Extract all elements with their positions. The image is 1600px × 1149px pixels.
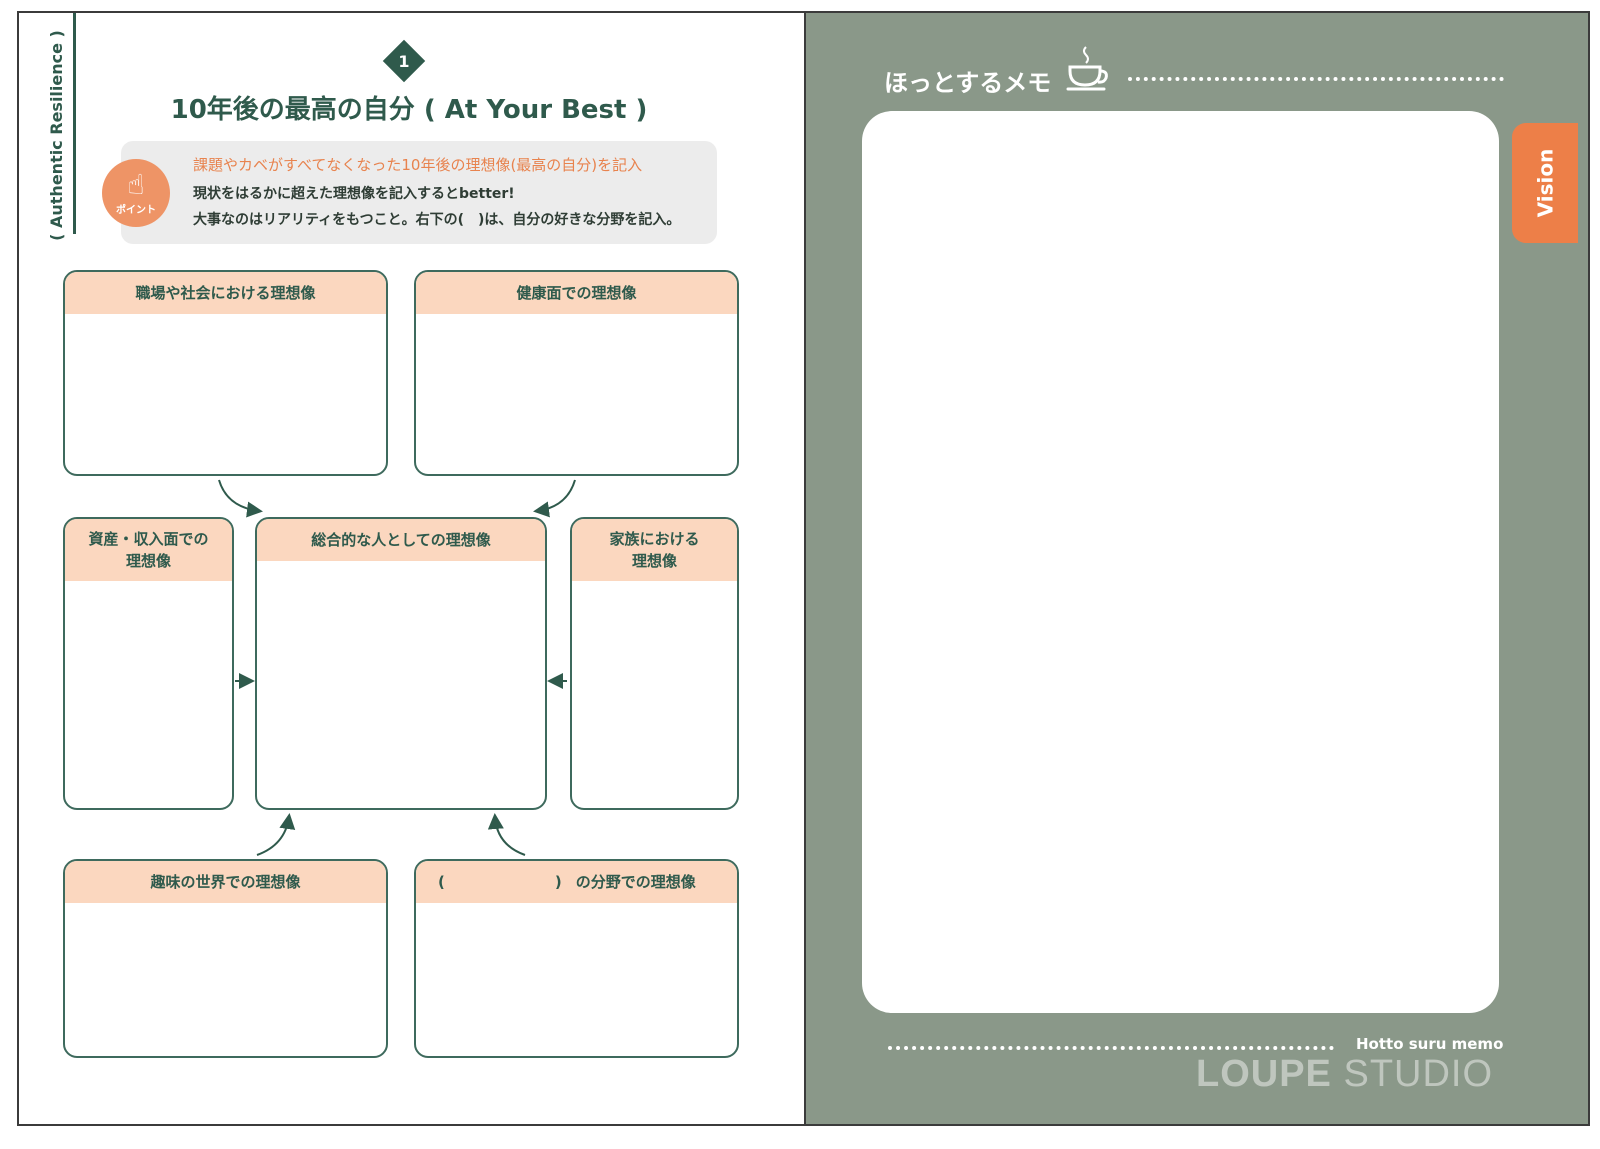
step-number: 1 — [398, 51, 410, 71]
arrow-work-to-overall — [218, 479, 263, 518]
dotted-rule-top — [1128, 77, 1504, 81]
card-family[interactable]: 家族における 理想像 — [570, 517, 739, 810]
notebook-spread: ( Authentic Resilience ) 1 10年後の最高の自分 ( … — [17, 11, 1590, 1126]
card-work-header: 職場や社会における理想像 — [65, 272, 386, 314]
dotted-rule-bottom — [888, 1046, 1334, 1050]
memo-writing-area[interactable] — [862, 111, 1499, 1013]
custom-suffix: の分野での理想像 — [575, 873, 696, 891]
pointing-hand-icon: ☝ — [127, 167, 145, 201]
left-page: ( Authentic Resilience ) 1 10年後の最高の自分 ( … — [19, 13, 804, 1124]
memo-subtitle: Hotto suru memo — [1356, 1035, 1504, 1053]
point-badge: ☝ ポイント — [102, 159, 170, 227]
tip-line-3: 大事なのはリアリティをもつこと。右下の( )は、自分の好きな分野を記入。 — [193, 212, 681, 228]
watermark-logo: LOUPE STUDIO — [1196, 1053, 1494, 1095]
card-health[interactable]: 健康面での理想像 — [414, 270, 739, 476]
card-hobby[interactable]: 趣味の世界での理想像 — [63, 859, 388, 1058]
arrow-hobby-to-overall — [256, 813, 296, 856]
page-title: 10年後の最高の自分 ( At Your Best ) — [170, 95, 648, 125]
tip-line-1: 課題やカベがすべてなくなった10年後の理想像(最高の自分)を記入 — [193, 156, 643, 174]
card-assets[interactable]: 資産・収入面での 理想像 — [63, 517, 234, 810]
card-overall[interactable]: 総合的な人としての理想像 — [255, 517, 547, 810]
card-health-header: 健康面での理想像 — [416, 272, 737, 314]
vision-tab[interactable]: Vision — [1512, 123, 1578, 243]
card-hobby-header: 趣味の世界での理想像 — [65, 861, 386, 903]
custom-paren-close: ) — [554, 873, 562, 891]
custom-paren-open: ( — [438, 873, 445, 891]
tip-box — [121, 141, 717, 244]
tip-line-2: 現状をはるかに超えた理想像を記入するとbetter! — [193, 186, 515, 202]
right-page: ほっとするメモ Vision Hotto suru memo LOUPE STU… — [804, 13, 1588, 1124]
card-work[interactable]: 職場や社会における理想像 — [63, 270, 388, 476]
card-assets-header: 資産・収入面での 理想像 — [65, 519, 232, 581]
point-badge-label: ポイント — [116, 204, 156, 216]
side-divider-line — [73, 13, 76, 234]
card-overall-header: 総合的な人としての理想像 — [257, 519, 545, 561]
card-custom-field[interactable]: ( ) の分野での理想像 — [414, 859, 739, 1058]
arrow-health-to-overall — [533, 479, 576, 518]
card-custom-header: ( ) の分野での理想像 — [416, 861, 737, 903]
card-family-header: 家族における 理想像 — [572, 519, 737, 581]
arrow-custom-to-overall — [487, 813, 526, 856]
side-label: ( Authentic Resilience ) — [46, 29, 66, 241]
memo-title: ほっとするメモ — [884, 69, 1052, 97]
coffee-cup-icon — [1066, 46, 1108, 91]
